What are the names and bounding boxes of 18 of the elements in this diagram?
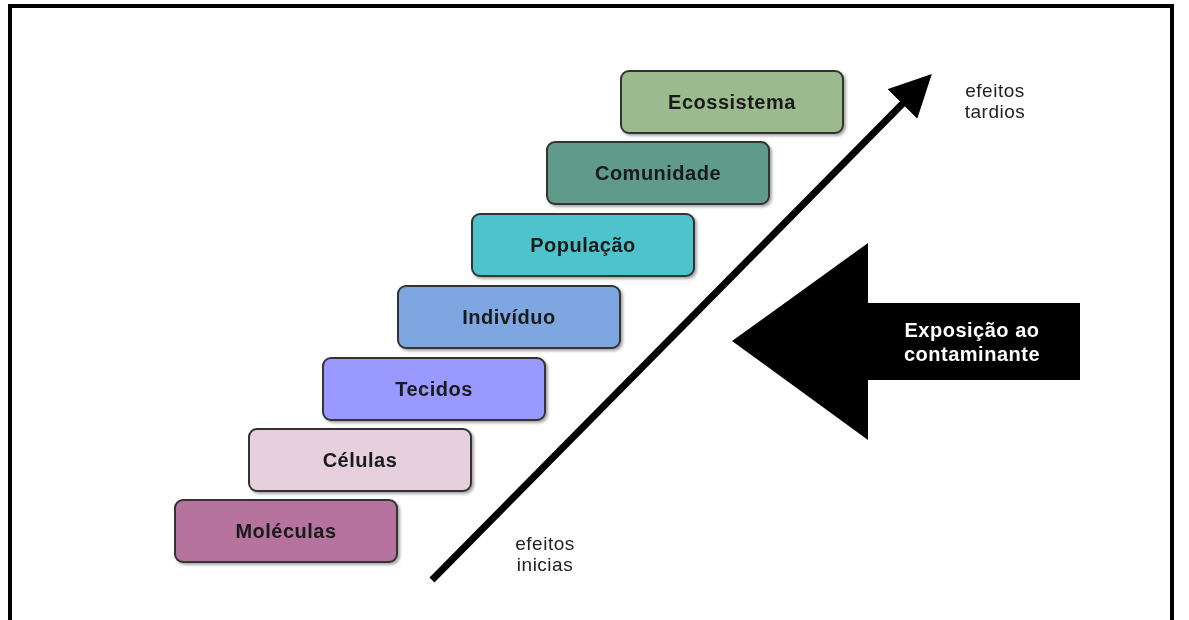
- block-arrow: [732, 243, 1080, 440]
- level-box: [471, 213, 695, 277]
- level-box: [174, 499, 398, 563]
- effect-label: efeitos inicias: [514, 533, 576, 575]
- level-box: [397, 285, 621, 349]
- level-label: População: [530, 233, 636, 257]
- level-label: Comunidade: [594, 161, 722, 185]
- effect-label: efeitos tardios: [963, 80, 1027, 122]
- arrow-text: Exposição ao contaminante: [903, 317, 1041, 367]
- level-label: Ecossistema: [668, 90, 796, 114]
- level-box: [546, 141, 770, 205]
- level-label: Tecidos: [395, 377, 473, 401]
- level-box: [248, 428, 472, 492]
- level-box: [322, 357, 546, 421]
- level-label: Indivíduo: [462, 305, 556, 329]
- level-label: Moléculas: [235, 519, 337, 543]
- level-box: [620, 70, 844, 134]
- level-label: Células: [322, 448, 398, 472]
